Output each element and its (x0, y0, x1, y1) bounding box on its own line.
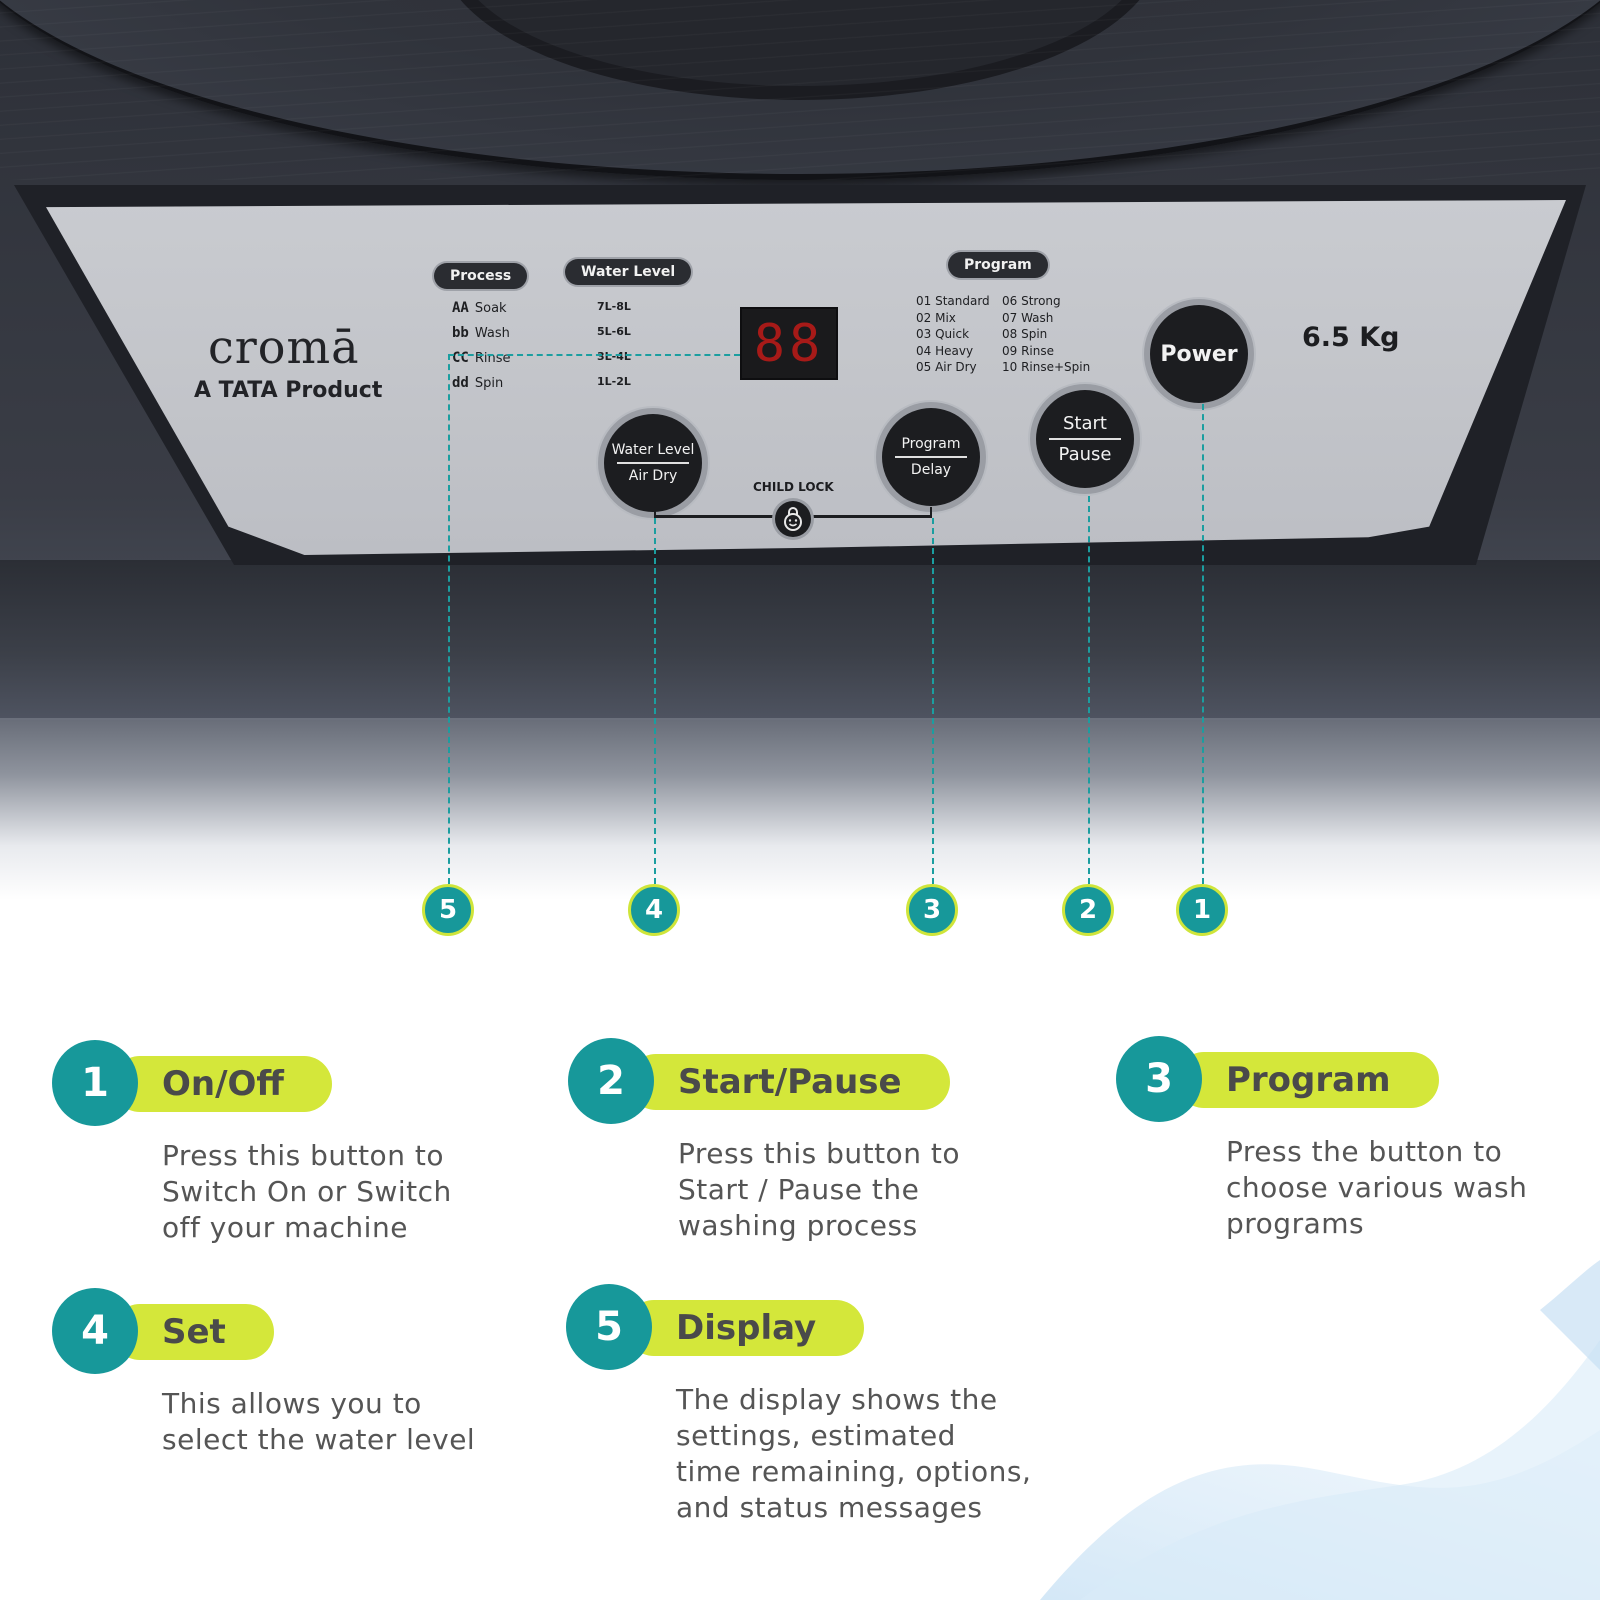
washing-machine-photo (0, 0, 1600, 900)
power-button[interactable]: Power (1150, 305, 1248, 403)
process-label: Process (434, 263, 528, 289)
legend-number: 2 (568, 1038, 654, 1124)
program-list-col2: 06 Strong 07 Wash 08 Spin 09 Rinse 10 Ri… (1002, 293, 1090, 376)
callout-line-3 (932, 518, 934, 884)
callout-marker-4: 4 (628, 884, 680, 936)
program-item: 02 Mix (916, 310, 956, 325)
program-delay-button[interactable]: Program Delay (882, 408, 980, 506)
program-item: 03 Quick (916, 327, 970, 341)
callout-line-5 (448, 354, 450, 884)
water-level-item: 1L-2L (597, 375, 631, 388)
legend-title: Set (112, 1304, 274, 1360)
decorative-wave (1040, 1260, 1600, 1600)
program-label: Program (948, 252, 1048, 278)
lock-face-icon (784, 507, 802, 531)
legend-description: Press this button to Switch On or Switch… (162, 1139, 452, 1244)
legend-description: Press this button to Start / Pause the w… (678, 1137, 960, 1242)
legend-description: The display shows the settings, estimate… (676, 1383, 1032, 1524)
legend-title: On/Off (112, 1056, 332, 1112)
water-level-item: 5L-6L (597, 325, 631, 338)
legend-description: Press the button to choose various wash … (1226, 1135, 1528, 1240)
water-level-list: 7L-8L 5L-6L 3L-4L 1L-2L (597, 294, 631, 394)
callout-line-2 (1088, 496, 1090, 884)
water-level-air-dry-button[interactable]: Water Level Air Dry (604, 414, 702, 512)
legend-number: 5 (566, 1284, 652, 1370)
legend-number: 3 (1116, 1036, 1202, 1122)
callout-line-4 (654, 518, 656, 884)
brand-tagline: A TATA Product (194, 378, 383, 403)
button-divider (894, 456, 968, 458)
legend-title: Program (1176, 1052, 1439, 1108)
water-level-item: 7L-8L (597, 300, 631, 313)
callout-marker-3: 3 (906, 884, 958, 936)
program-item: 04 Heavy (916, 343, 974, 358)
callout-line-1 (1202, 404, 1204, 884)
program-item: 08 Spin (1002, 327, 1048, 341)
callout-marker-5: 5 (422, 884, 474, 936)
program-item: 09 Rinse (1002, 343, 1054, 358)
button-divider (1048, 438, 1122, 440)
capacity-label: 6.5 Kg (1302, 322, 1400, 353)
brand-logo: cromā (208, 320, 360, 374)
machine-body-lower (0, 560, 1600, 720)
child-lock-icon[interactable] (775, 501, 811, 537)
program-item: 07 Wash (1002, 310, 1054, 325)
water-level-item: 3L-4L (597, 350, 631, 363)
legend-number: 4 (52, 1288, 138, 1374)
child-lock-label: CHILD LOCK (753, 480, 834, 494)
display-digits: 88 (753, 313, 825, 374)
legend-number: 1 (52, 1040, 138, 1126)
button-divider (616, 462, 690, 464)
legend-description: This allows you to select the water leve… (162, 1387, 476, 1456)
program-item: 05 Air Dry (916, 360, 977, 374)
legend-title: Start/Pause (628, 1054, 950, 1110)
program-list-col1: 01 Standard 02 Mix 03 Quick 04 Heavy 05 … (916, 293, 990, 376)
program-item: 10 Rinse+Spin (1002, 360, 1091, 374)
digital-display: 88 (740, 307, 838, 380)
callout-marker-2: 2 (1062, 884, 1114, 936)
legend-title: Display (626, 1300, 865, 1356)
callout-line-display-h (448, 354, 740, 356)
program-item: 06 Strong (1002, 294, 1061, 308)
program-item: 01 Standard (916, 294, 990, 308)
callout-marker-1: 1 (1176, 884, 1228, 936)
start-pause-button[interactable]: Start Pause (1036, 390, 1134, 488)
water-level-label: Water Level (565, 259, 692, 285)
